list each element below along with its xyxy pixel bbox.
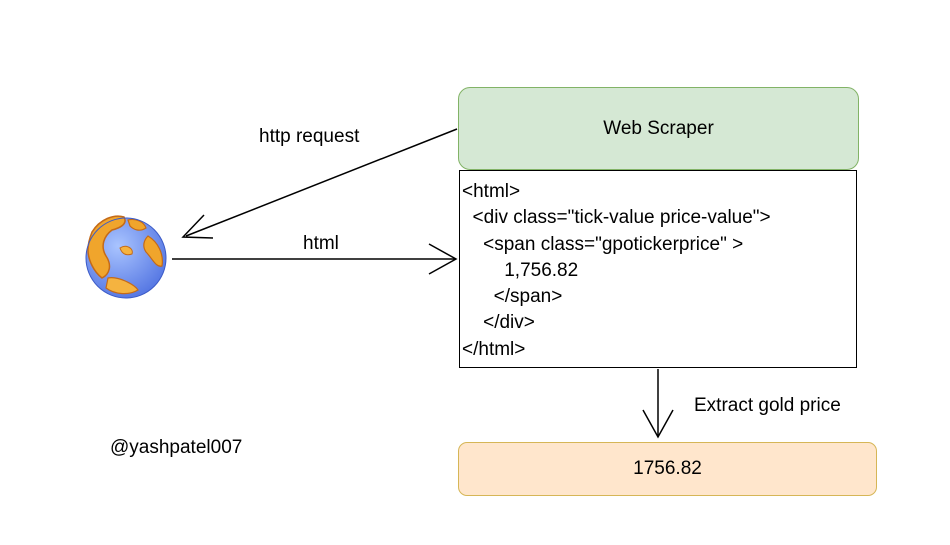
- html-snippet-box: <html> <div class="tick-value price-valu…: [459, 170, 857, 368]
- html-line: <html>: [462, 181, 521, 202]
- html-line: <div class="tick-value price-value">: [462, 207, 771, 229]
- author-credit: @yashpatel007: [110, 437, 243, 458]
- html-line: </span>: [462, 286, 563, 308]
- html-response-label: html: [303, 233, 339, 254]
- extract-label: Extract gold price: [694, 395, 841, 416]
- html-line: </html>: [462, 338, 526, 360]
- web-scraper-label: Web Scraper: [603, 117, 714, 139]
- edge-html-response: [172, 243, 458, 275]
- gold-price-value: 1756.82: [633, 458, 702, 479]
- html-line: <span class="gpotickerprice" >: [462, 233, 744, 255]
- html-line: </div>: [462, 312, 535, 334]
- globe-icon: [85, 215, 167, 299]
- edge-extract: [642, 369, 674, 439]
- edge-http-request: [181, 128, 458, 239]
- web-scraper-node: Web Scraper: [458, 87, 859, 170]
- html-line: 1,756.82: [462, 259, 579, 281]
- http-request-label: http request: [259, 126, 360, 147]
- gold-price-result-node: 1756.82: [458, 442, 877, 496]
